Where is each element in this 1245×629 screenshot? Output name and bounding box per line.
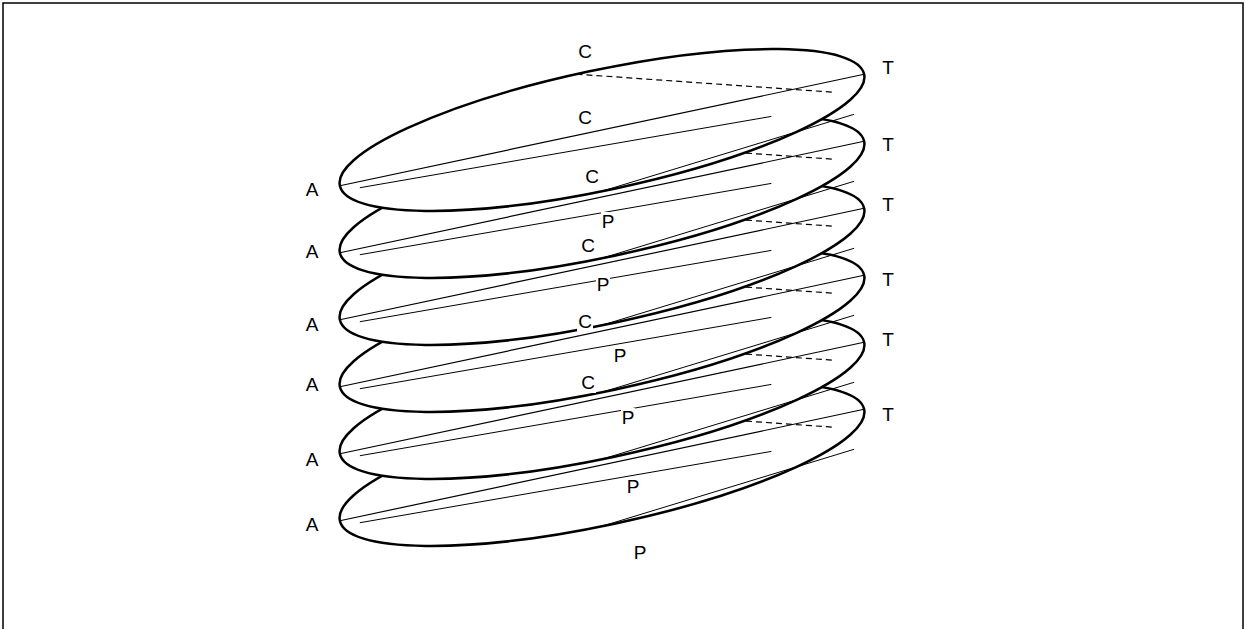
p-label: P <box>596 275 611 295</box>
diagonal-line <box>601 315 854 392</box>
a-label: A <box>305 315 320 335</box>
c-label: C <box>577 312 593 332</box>
diagonal-line <box>601 449 854 526</box>
p-label: P <box>621 408 636 428</box>
a-label: A <box>305 450 320 470</box>
hidden-line <box>576 74 834 92</box>
p-label: P <box>613 346 628 366</box>
t-label: T <box>881 330 895 350</box>
t-label: T <box>881 405 895 425</box>
frame <box>3 3 1243 629</box>
a-label: A <box>305 180 320 200</box>
p-label: P <box>601 212 616 232</box>
chord-line <box>340 74 864 185</box>
diagonal-line <box>601 114 854 191</box>
disc-outline <box>327 16 876 245</box>
p-label: P <box>626 477 641 497</box>
p-label: P <box>633 543 648 563</box>
diagonal-line <box>601 248 854 325</box>
c-label: C <box>580 373 596 393</box>
t-label: T <box>881 195 895 215</box>
diagonal-line <box>601 181 854 258</box>
t-label: T <box>881 135 895 155</box>
stacked-ellipses <box>327 16 876 580</box>
a-label: A <box>305 242 320 262</box>
c-label: C <box>580 236 596 256</box>
t-label: T <box>881 58 895 78</box>
a-label: A <box>305 375 320 395</box>
c-label: C <box>577 42 593 62</box>
diagonal-line <box>360 116 772 187</box>
c-label: C <box>584 167 600 187</box>
c-label: C <box>577 108 593 128</box>
t-label: T <box>881 270 895 290</box>
a-label: A <box>305 515 320 535</box>
diagonal-line <box>601 382 854 459</box>
